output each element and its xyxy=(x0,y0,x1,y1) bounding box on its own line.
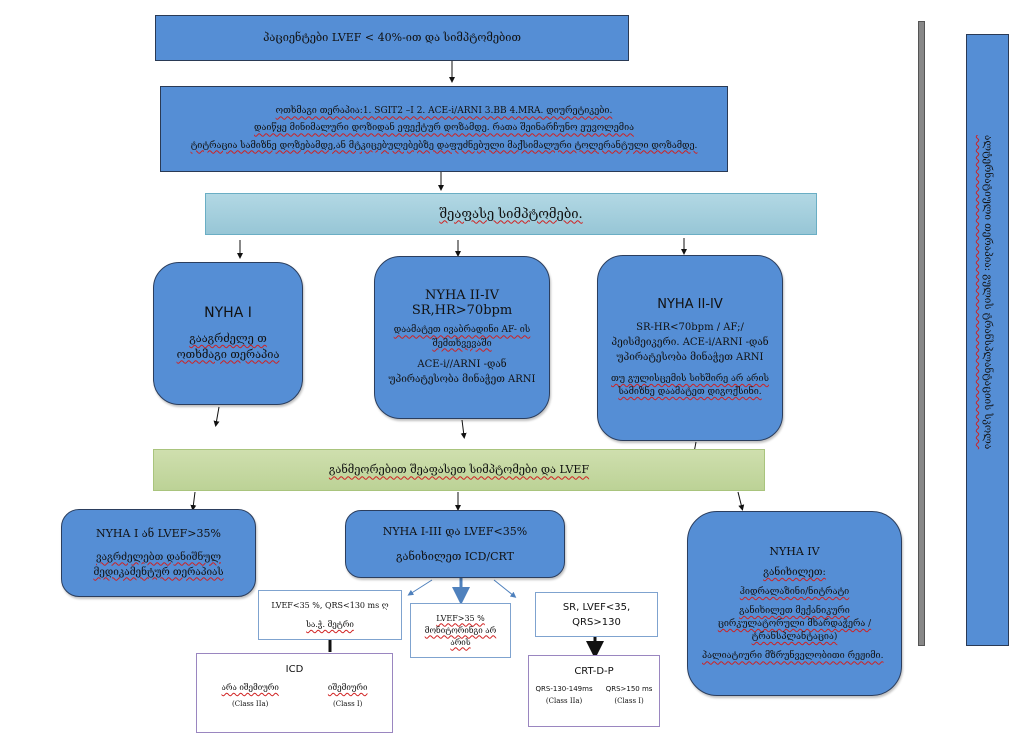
icd-col1-class: (Class IIa) xyxy=(232,700,269,708)
arrow-icdcrt-left xyxy=(407,579,433,596)
nyha4-item3: პალიატიური მზრუნველობითი რეჟიმი. xyxy=(702,651,884,662)
reassess-text: განმეორებით შეაფასეთ სიმპტომები და LVEF xyxy=(328,463,590,477)
sr-lvef-text: SR, LVEF<35, QRS>130 xyxy=(562,601,631,628)
icd-col2-class: (Class I) xyxy=(332,700,363,708)
icd-col1-label: არა იშემიური xyxy=(221,683,279,692)
lvef-qrs130-line2: სა.ჭ. მეტრი xyxy=(306,620,354,629)
top-box-text: პაციენტები LVEF < 40%-ით და სიმპტომებით xyxy=(263,31,521,45)
lvef35-text: LVEF>35 % მონიტორინგი არ არის xyxy=(424,613,497,647)
icd-col2-label: იშემიური xyxy=(327,683,368,692)
side-panel-text: ალტერნატიული თერაპია: გულის ტრანსპლანტაც… xyxy=(982,135,993,450)
nyha4-item2: განიხილეთ მექანიკური ცირკულატორული მხარდ… xyxy=(717,606,872,643)
side-panel: ალტერნატიული თერაპია: გულის ტრანსპლანტაც… xyxy=(966,34,1009,646)
nyha4-title: NYHA IV xyxy=(769,544,820,558)
nyha1-title: NYHA I xyxy=(204,305,252,322)
nyha2-af-title: NYHA II-IV xyxy=(657,296,723,312)
nyha4-subtitle: განიხილეთ: xyxy=(763,567,826,579)
crt-col1-label: QRS-130-149ms xyxy=(535,685,593,693)
crt-col1-class: (Class IIa) xyxy=(545,697,583,705)
nyha4-item1: ჰიდრალაზინი/ნიტრატი xyxy=(739,587,850,598)
arrow-icdcrt-right xyxy=(493,579,517,598)
therapy-line-2: დაიწყე მინიმალური დოზიდან ეფექტურ დოზამდ… xyxy=(254,123,634,134)
nyha2-af-text1: SR-HR<70bpm / AF;/ პეისმეიკერი. ACE-i/AR… xyxy=(611,321,769,363)
nyha2-sr-box: NYHA II-IV SR,HR>70bpm დაამატეთ ივაბრადი… xyxy=(374,256,550,419)
icd-crt-text: განიხილეთ ICD/CRT xyxy=(396,550,514,563)
arrow-reassess-to-nyha1lvef xyxy=(190,491,197,511)
lvef-qrs130-box: LVEF<35 %, QRS<130 ms ღ სა.ჭ. მეტრი xyxy=(258,590,402,640)
crt-col-2: QRS>150 ms (Class I) xyxy=(606,685,653,705)
crt-title: CRT-D-P xyxy=(574,666,614,677)
icd-crt-title: NYHA I-III და LVEF<35% xyxy=(382,524,528,538)
arrow-nyha1-down xyxy=(213,406,220,427)
crt-col2-label: QRS>150 ms xyxy=(605,685,653,693)
nyha1-lvef-box: NYHA I ან LVEF>35% ვაგრძელებთ დანიშნულ მ… xyxy=(61,509,256,597)
arrow-nyha2sr-down xyxy=(460,419,467,439)
lvef-qrs130-line1: LVEF<35 %, QRS<130 ms ღ xyxy=(271,601,389,610)
therapy-line-3: ტიტრაცია სამიზნე დოზებამდე,ან მტკიცებულე… xyxy=(190,140,698,151)
crt-col2-class: (Class I) xyxy=(614,697,644,705)
assess-symptoms-box: შეაფასე სიმპტომები. xyxy=(205,193,817,235)
sr-lvef-box: SR, LVEF<35, QRS>130 xyxy=(535,592,658,637)
icd-crt-box: NYHA I-III და LVEF<35% განიხილეთ ICD/CRT xyxy=(345,510,565,578)
nyha2-af-text2: თუ გულისცემის სიხშირე არ არის სამიზნე და… xyxy=(611,373,769,397)
icd-title: ICD xyxy=(285,664,304,675)
nyha2-sr-title: NYHA II-IV xyxy=(424,288,499,304)
nyha2-af-box: NYHA II-IV SR-HR<70bpm / AF;/ პეისმეიკერ… xyxy=(597,255,783,441)
nyha2-sr-text1: დაამატეთ ივაბრადინი AF- ის შემთხვევაში xyxy=(393,325,531,349)
nyha4-box: NYHA IV განიხილეთ: ჰიდრალაზინი/ნიტრატი გ… xyxy=(687,511,902,696)
nyha1-lvef-title: NYHA I ან LVEF>35% xyxy=(96,527,221,541)
nyha1-lvef-text: ვაგრძელებთ დანიშნულ მედიკამენტურ თერაპია… xyxy=(93,551,224,578)
arrow-reassess-to-nyha4 xyxy=(737,491,745,511)
icd-col-non-ischemic: არა იშემიური (Class IIa) xyxy=(222,683,279,708)
lvef35-box: LVEF>35 % მონიტორინგი არ არის xyxy=(410,603,511,658)
vertical-divider-bar xyxy=(918,21,925,646)
icd-box: ICD არა იშემიური (Class IIa) იშემიური (C… xyxy=(196,653,393,733)
top-box: პაციენტები LVEF < 40%-ით და სიმპტომებით xyxy=(155,15,629,61)
nyha2-sr-text2: ACE-i//ARNI -დან უპირატესობა მინაჭეთ ARN… xyxy=(388,358,536,385)
therapy-line-1: ოთხმაგი თერაპია:1. SGIT2 –I 2. ACE-i/ARN… xyxy=(275,106,613,117)
reassess-box: განმეორებით შეაფასეთ სიმპტომები და LVEF xyxy=(153,449,765,491)
assess-symptoms-text: შეაფასე სიმპტომები. xyxy=(439,206,583,222)
nyha1-text: გააგრძელე თ ოთხმაგი თერაპია xyxy=(176,332,280,361)
crt-col-1: QRS-130-149ms (Class IIa) xyxy=(536,685,593,705)
icd-col-ischemic: იშემიური (Class I) xyxy=(328,683,368,708)
nyha2-sr-subtitle: SR,HR>70bpm xyxy=(411,303,513,319)
therapy-box: ოთხმაგი თერაპია:1. SGIT2 –I 2. ACE-i/ARN… xyxy=(160,86,728,172)
nyha1-box: NYHA I გააგრძელე თ ოთხმაგი თერაპია xyxy=(153,262,303,405)
crt-box: CRT-D-P QRS-130-149ms (Class IIa) QRS>15… xyxy=(528,655,660,727)
